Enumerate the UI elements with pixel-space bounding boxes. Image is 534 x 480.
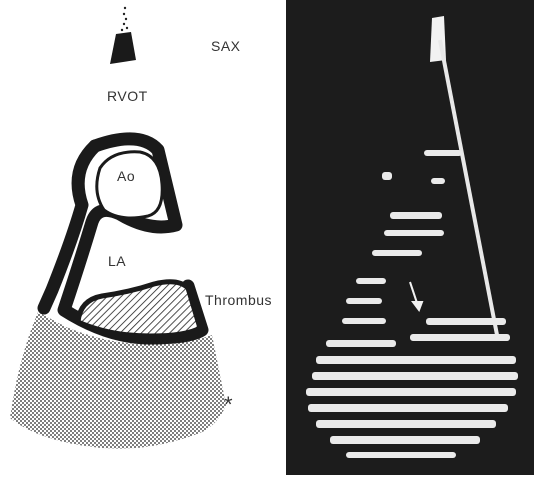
thrombus-region (78, 282, 200, 336)
asterisk-label: * (224, 392, 233, 418)
rvot-label: RVOT (107, 88, 148, 104)
ao-label: Ao (117, 168, 135, 184)
thrombus-label: Thrombus (205, 292, 272, 308)
schematic-diagram (0, 0, 286, 475)
probe-shape (110, 32, 136, 64)
echo-scan-svg (286, 0, 534, 475)
transducer-dots (121, 7, 128, 31)
la-label: LA (108, 253, 126, 269)
echocardiogram-image (286, 0, 534, 475)
aorta-lumen (97, 152, 162, 218)
sax-label: SAX (211, 38, 241, 54)
